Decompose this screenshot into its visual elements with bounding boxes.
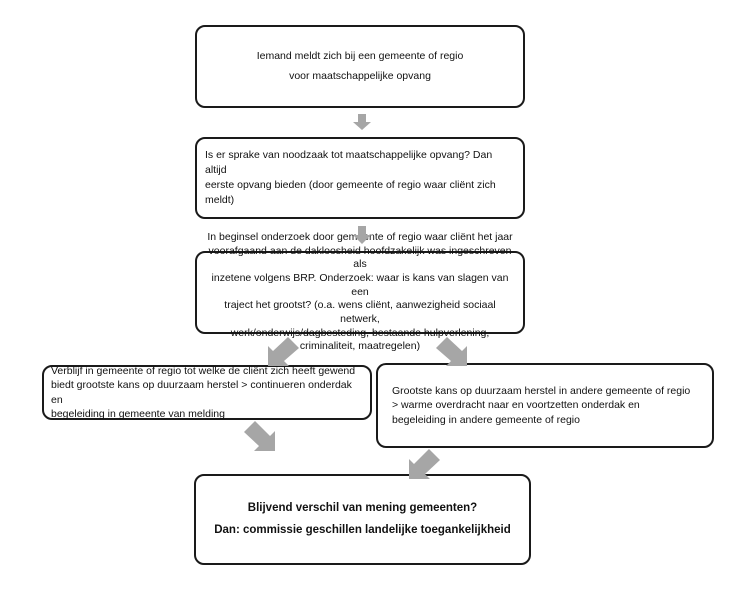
box-text-line: Is er sprake van noodzaak tot maatschapp…	[205, 148, 493, 176]
arrow-diagonal-icon	[244, 421, 275, 451]
box-text-line: Grootste kans op duurzaam herstel in and…	[392, 385, 691, 398]
box-text-line: inzetene volgens BRP. Onderzoek: waar is…	[211, 272, 509, 298]
flow-box-onderzoek: In beginsel onderzoek door gemeente of r…	[195, 231, 525, 352]
box-text-line: In beginsel onderzoek door gemeente of r…	[207, 231, 513, 244]
box-text-line: criminaliteit, maatregelen)	[299, 340, 421, 353]
box-text-line: Blijvend verschil van mening gemeenten?	[247, 501, 478, 514]
box-text-line: > warme overdracht naar en voortzetten o…	[392, 399, 640, 412]
box-text-line: traject het grootst? (o.a. wens cliënt, …	[224, 299, 496, 325]
box-text-line: biedt grootste kans op duurzaam herstel …	[51, 379, 352, 406]
arrow-diagonal-icon	[436, 337, 467, 366]
arrow-down-icon	[353, 114, 371, 130]
box-text-line: Verblijf in gemeente of regio tot welke …	[51, 365, 356, 378]
box-text-line: eerste opvang bieden (door gemeente of r…	[205, 179, 496, 191]
flow-box-eerste-opvang: Is er sprake van noodzaak tot maatschapp…	[195, 137, 525, 219]
box-text-line: begeleiding in gemeente van melding	[51, 407, 225, 420]
flow-box-andere-gemeente: Grootste kans op duurzaam herstel in and…	[376, 363, 714, 448]
box-text-line: voor maatschappelijke opvang	[289, 69, 431, 82]
box-text-line: Dan: commissie geschillen landelijke toe…	[214, 523, 511, 536]
box-text-line: werk/onderwijs/dagbesteding, bestaande h…	[230, 326, 490, 339]
arrow-diagonal-icon	[268, 337, 299, 366]
box-text-line: meldt)	[205, 194, 235, 207]
flow-box-geschil: Blijvend verschil van mening gemeenten? …	[194, 474, 531, 565]
flow-box-gemeente-van-melding: Verblijf in gemeente of regio tot welke …	[42, 365, 372, 420]
box-text-line: begeleiding in andere gemeente of regio	[392, 413, 580, 426]
flow-box-melding: Iemand meldt zich bij een gemeente of re…	[195, 25, 525, 108]
box-text-line: Iemand meldt zich bij een gemeente of re…	[256, 49, 464, 62]
box-text-line: voorafgaand aan de dakloosheid hoofdzake…	[208, 244, 512, 271]
